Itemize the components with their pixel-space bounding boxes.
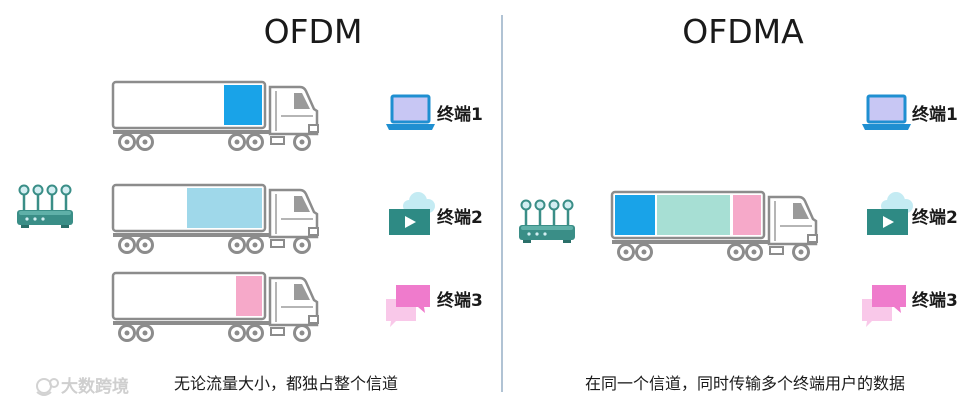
- terminal-label: 终端2: [912, 207, 958, 228]
- chat-bubbles-icon: [386, 285, 430, 327]
- right-terminal-3: 终端3: [862, 285, 958, 327]
- ofdma-caption: 在同一个信道，同时传输多个终端用户的数据: [585, 374, 905, 393]
- chat-bubbles-icon: [862, 285, 906, 327]
- terminal-label: 终端1: [437, 104, 483, 125]
- truck-shared: [610, 190, 819, 262]
- left-terminal-3: 终端3: [386, 285, 483, 327]
- terminal-label: 终端3: [912, 290, 958, 311]
- router-icon: [15, 184, 75, 230]
- cargo-block-pink: [733, 195, 761, 235]
- watermark-logo-icon: [36, 378, 59, 396]
- terminal-label: 终端1: [912, 104, 958, 125]
- cargo-block-blue: [224, 85, 262, 125]
- ofdm-title: OFDM: [264, 12, 363, 51]
- terminal-label: 终端3: [437, 290, 483, 311]
- right-terminal-1: 终端1: [860, 94, 958, 132]
- truck-icon: [111, 80, 320, 152]
- truck-2: [111, 183, 320, 255]
- ofdm-caption: 无论流量大小，都独占整个信道: [174, 374, 398, 393]
- laptop-icon: [384, 94, 437, 132]
- right-terminal-2: 终端2: [867, 192, 958, 235]
- terminal-label: 终端2: [437, 207, 483, 228]
- cargo-block-light-blue: [187, 188, 262, 228]
- cargo-block-pink: [236, 276, 262, 316]
- truck-1: [111, 80, 320, 152]
- cargo-block-blue: [615, 195, 655, 235]
- laptop-icon: [860, 94, 913, 132]
- left-terminal-1: 终端1: [384, 94, 483, 132]
- router-icon: [517, 199, 577, 245]
- left-terminal-2: 终端2: [389, 192, 483, 235]
- watermark: 大数跨境: [36, 376, 129, 397]
- cargo-block-teal: [657, 195, 730, 235]
- ofdma-title: OFDMA: [682, 12, 804, 51]
- cloud-video-icon: [867, 192, 913, 235]
- cloud-video-icon: [389, 192, 435, 235]
- truck-icon: [111, 271, 320, 343]
- watermark-text: 大数跨境: [61, 376, 129, 397]
- truck-3: [111, 271, 320, 343]
